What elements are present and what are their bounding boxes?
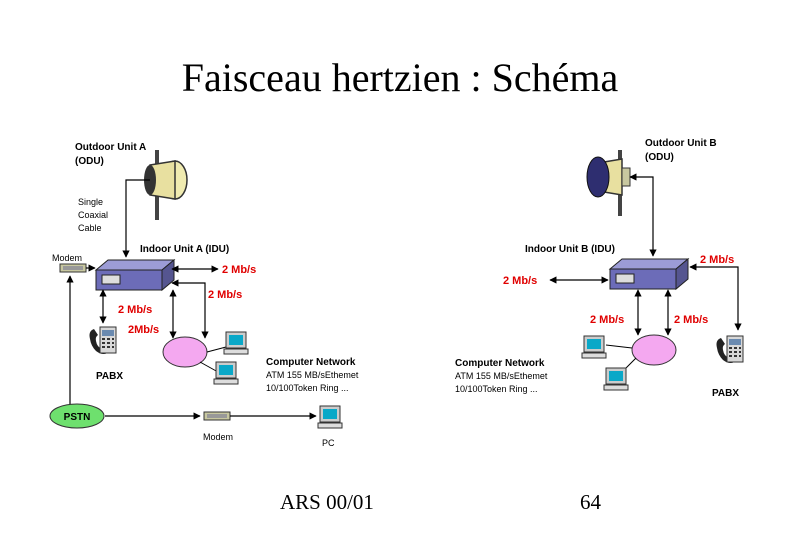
left-rate-pabx: 2 Mb/s [118,304,152,316]
left-idu-label: Indoor Unit A (IDU) [140,244,229,255]
left-cable-line2: Coaxial [78,210,108,220]
right-network-title: Computer Network [455,358,545,369]
right-pabx-label: PABX [712,388,739,399]
left-network-line1: ATM 155 MB/sEthemet [266,370,359,380]
left-rate-pabx2: 2Mb/s [128,324,159,336]
right-site: Outdoor Unit B (ODU) Indoor Unit B (IDU)… [455,138,744,399]
right-network-line2: 10/100Token Ring ... [455,384,538,394]
left-rate-right: 2 Mb/s [222,264,256,276]
footer-course: ARS 00/01 [280,490,374,514]
left-computer-icon-1 [223,331,249,355]
left-odu-title: Outdoor Unit A [75,142,146,153]
left-modem-bottom-label: Modem [203,432,233,442]
left-cable-line1: Single [78,197,103,207]
left-idu-box [95,259,175,291]
right-computer-icon-2 [603,367,629,391]
left-pabx-label: PABX [96,371,123,382]
page-number: 64 [580,490,601,514]
left-modem-bottom-icon [203,411,231,421]
right-odu-antenna [586,150,631,216]
left-pc-label: PC [322,438,335,448]
left-site: Outdoor Unit A (ODU) Single Coaxial Cabl… [49,142,359,448]
right-computer-icon-1 [581,335,607,359]
slide-title: Faisceau hertzien : Schéma [181,55,619,100]
left-pabx-phone-icon [89,326,117,355]
right-idu-box [609,258,689,290]
right-odu-title: Outdoor Unit B [645,138,717,149]
right-network-line1: ATM 155 MB/sEthemet [455,371,548,381]
left-network-title: Computer Network [266,357,356,368]
left-computer-icon-2 [213,361,239,385]
right-rate-left: 2 Mb/s [503,275,537,287]
left-pstn-label: PSTN [64,412,91,423]
left-modem-icon [59,263,87,273]
right-odu-abbr: (ODU) [645,152,674,163]
right-pabx-phone-icon [716,335,744,364]
right-idu-label: Indoor Unit B (IDU) [525,244,615,255]
left-odu-abbr: (ODU) [75,156,104,167]
left-pc-icon [317,405,343,429]
left-odu-antenna [144,150,188,220]
left-network-line2: 10/100Token Ring ... [266,383,349,393]
left-rate-center: 2 Mb/s [208,289,242,301]
left-modem-label: Modem [52,253,82,263]
right-rate-top: 2 Mb/s [700,254,734,266]
right-rate-pabx: 2 Mb/s [674,314,708,326]
left-cable-line3: Cable [78,223,102,233]
right-rate-net: 2 Mb/s [590,314,624,326]
